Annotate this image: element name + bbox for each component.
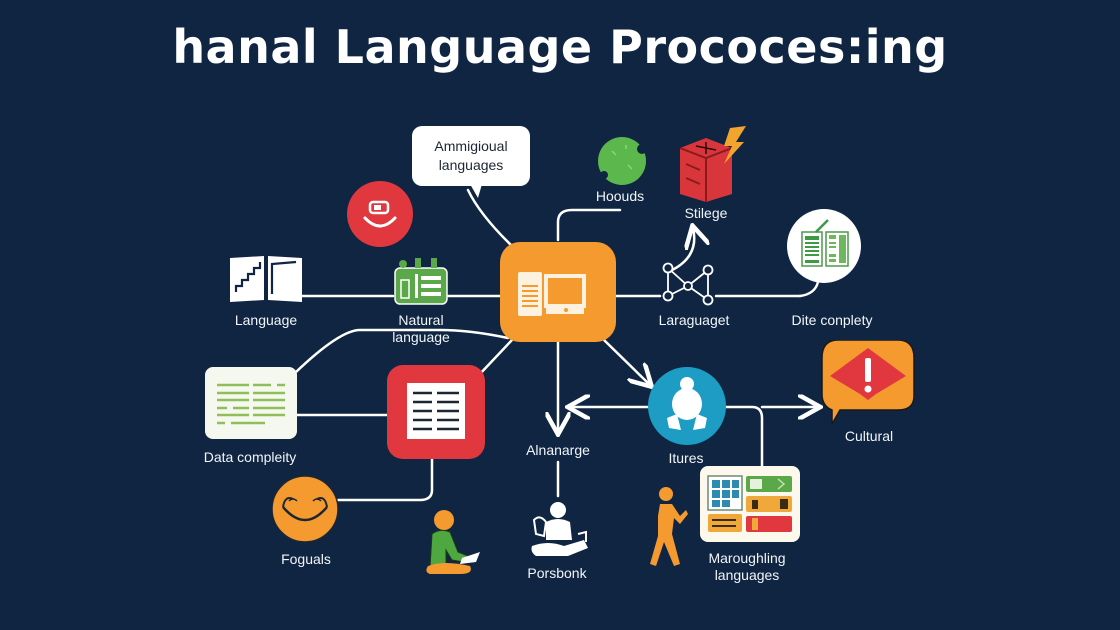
maroughling-line-1: Maroughling	[708, 550, 786, 566]
warning-icon[interactable]	[820, 340, 916, 424]
cube-lightning-icon[interactable]	[676, 124, 748, 202]
computer-icon[interactable]	[500, 242, 616, 342]
reading-person-icon[interactable]	[528, 500, 592, 558]
laptop-person-icon	[426, 510, 480, 574]
data-compleity-label: Data compleity	[203, 449, 297, 465]
natural-language-line-1: Natural	[398, 312, 444, 328]
bubble-line-1: Ammigioual	[434, 138, 508, 154]
table-icon[interactable]	[387, 365, 485, 459]
dashboard-icon[interactable]	[700, 466, 800, 542]
documents-icon[interactable]	[786, 208, 862, 284]
stilege-label: Stilege	[684, 205, 728, 221]
alnanarge-label: Alnanarge	[526, 442, 590, 458]
cultural-label: Cultural	[844, 428, 894, 444]
building-icon[interactable]	[393, 256, 449, 306]
language-label: Language	[234, 312, 298, 328]
page-title: hanal Language Prococes:ing	[172, 20, 948, 74]
itures-label: Itures	[668, 450, 704, 466]
network-graph-icon[interactable]	[660, 260, 718, 308]
text-document-icon[interactable]	[205, 367, 297, 439]
foguals-label: Foguals	[281, 551, 331, 567]
maroughling-line-2: languages	[714, 567, 780, 583]
natural-language-label: Natural language	[392, 312, 450, 346]
face-icon[interactable]	[271, 475, 339, 543]
ambiguous-languages-bubble[interactable]: Ammigioual languages	[412, 126, 530, 198]
laraguaget-label: Laraguaget	[658, 312, 730, 328]
bubble-line-2: languages	[438, 157, 504, 173]
person-icon[interactable]	[647, 366, 727, 446]
dite-conplety-label: Dite conplety	[791, 312, 873, 328]
smile-icon[interactable]	[346, 180, 414, 248]
maroughling-label: Maroughling languages	[708, 550, 785, 584]
open-book-icon[interactable]	[228, 254, 304, 304]
natural-language-line-2: language	[392, 329, 450, 345]
walking-person-icon	[650, 487, 688, 566]
puzzle-globe-icon[interactable]	[596, 135, 648, 187]
hoouds-label: Hoouds	[595, 188, 645, 204]
porsbonk-label: Porsbonk	[527, 565, 587, 581]
